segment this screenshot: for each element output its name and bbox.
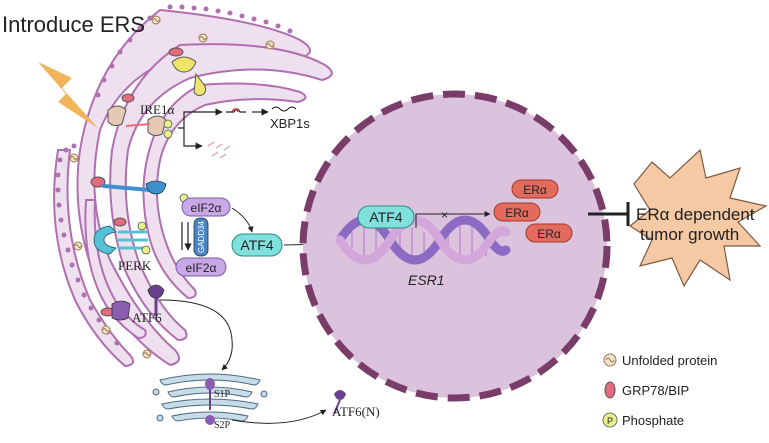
legend: Unfolded protein GRP78/BIP P Phosphate (602, 353, 717, 428)
grp78-bip-icon (121, 93, 135, 103)
legend-label: GRP78/BIP (622, 383, 689, 398)
atf6n-icon (333, 390, 346, 415)
eif2a-phospho-box (181, 197, 231, 217)
xbp1s-mrna-icon (271, 106, 297, 112)
phosphate-mark: P (607, 416, 613, 426)
atf6n-label: ATF6(N) (332, 404, 380, 419)
unfolded-protein-icon (101, 325, 111, 335)
s2p-label: S2P (214, 420, 231, 431)
nucleus (299, 90, 611, 402)
legend-label: Phosphate (622, 413, 684, 428)
phosphate-icon (163, 119, 173, 129)
era-box (525, 223, 573, 243)
s2p-protease (205, 415, 215, 425)
eif2a-label: eIF2α (186, 261, 217, 275)
ire1a-complex (107, 47, 207, 139)
ire1a-branch-arrow-lower (183, 128, 203, 150)
atf4-transcription-arrow (415, 211, 491, 228)
gadd34-label: GADD34 (197, 220, 206, 253)
legend-item: GRP78/BIP (604, 381, 689, 399)
phosphate-icon (137, 221, 147, 231)
eif2a-to-atf4-arrow (231, 207, 254, 233)
endoplasmic-reticulum (53, 4, 333, 368)
eif2a-box (175, 257, 227, 277)
unfolded-protein-icon (73, 241, 83, 251)
era-protein-list: ERα ERα ERα (493, 179, 573, 243)
legend-label: Unfolded protein (622, 353, 717, 368)
legend-item: Unfolded protein (603, 353, 717, 368)
phosphate-icon (141, 245, 151, 255)
eif2a-equilibrium-arrows (182, 222, 188, 250)
perk-complex (93, 217, 151, 255)
unfolded-protein-icon (265, 40, 275, 50)
s1p-protease (205, 378, 215, 410)
eif2a-phospho-label: eIF2α (191, 201, 222, 215)
xbp1s-label: XBP1s (270, 116, 310, 131)
outcome-label-line1: ERα dependent (636, 205, 755, 224)
unfolded-protein-icon (198, 33, 208, 43)
figure-title: Introduce ERS (2, 12, 145, 37)
era-label: ERα (537, 227, 561, 241)
ire1a-label: IRE1α (140, 102, 174, 117)
mrna-splice-icon (226, 108, 246, 113)
atf4-cyto-box (231, 233, 283, 257)
era-box (511, 179, 559, 199)
tumor-growth-starburst (628, 148, 768, 288)
grp78-bip-icon (168, 47, 184, 57)
unfolded-protein-icon (142, 349, 152, 359)
era-label: ERα (523, 183, 547, 197)
unfolded-protein-icon (603, 353, 617, 367)
golgi-to-atf6n-arrow (231, 409, 327, 424)
perk-label: PERK (118, 258, 152, 273)
ire1a-branch-arrow (178, 108, 223, 129)
outcome-label-line2: tumor growth (640, 225, 739, 244)
legend-item: P Phosphate (602, 412, 684, 428)
atf6-label: ATF6 (132, 310, 162, 325)
atf4-nucleus-label: ATF4 (369, 209, 402, 225)
lightning-bolt-icon (38, 62, 98, 128)
atf4-nucleus-box (357, 205, 415, 229)
atf6-to-golgi-arrow (159, 299, 233, 371)
phosphate-icon (602, 412, 618, 428)
mrna-decay-icon (207, 141, 231, 159)
era-label: ERα (505, 206, 529, 220)
era-box (493, 202, 541, 222)
atf6-complex (100, 284, 165, 321)
transcription-block-mark: × (441, 208, 448, 222)
unfolded-protein-icon (151, 15, 161, 25)
gadd34-box (193, 217, 209, 257)
inhibition-arrow (588, 202, 630, 226)
unfolded-protein-icons (69, 15, 275, 359)
s1p-label: S1P (214, 389, 231, 400)
unfolded-protein-icon (69, 153, 79, 163)
grp78-bip-icon (604, 381, 616, 399)
atf4-cyto-label: ATF4 (240, 237, 273, 253)
grp78-bip-icon (113, 217, 127, 227)
er-receptor-icon (90, 176, 167, 195)
esr1-gene-label: ESR1 (408, 272, 445, 288)
phosphate-icon (163, 129, 173, 139)
